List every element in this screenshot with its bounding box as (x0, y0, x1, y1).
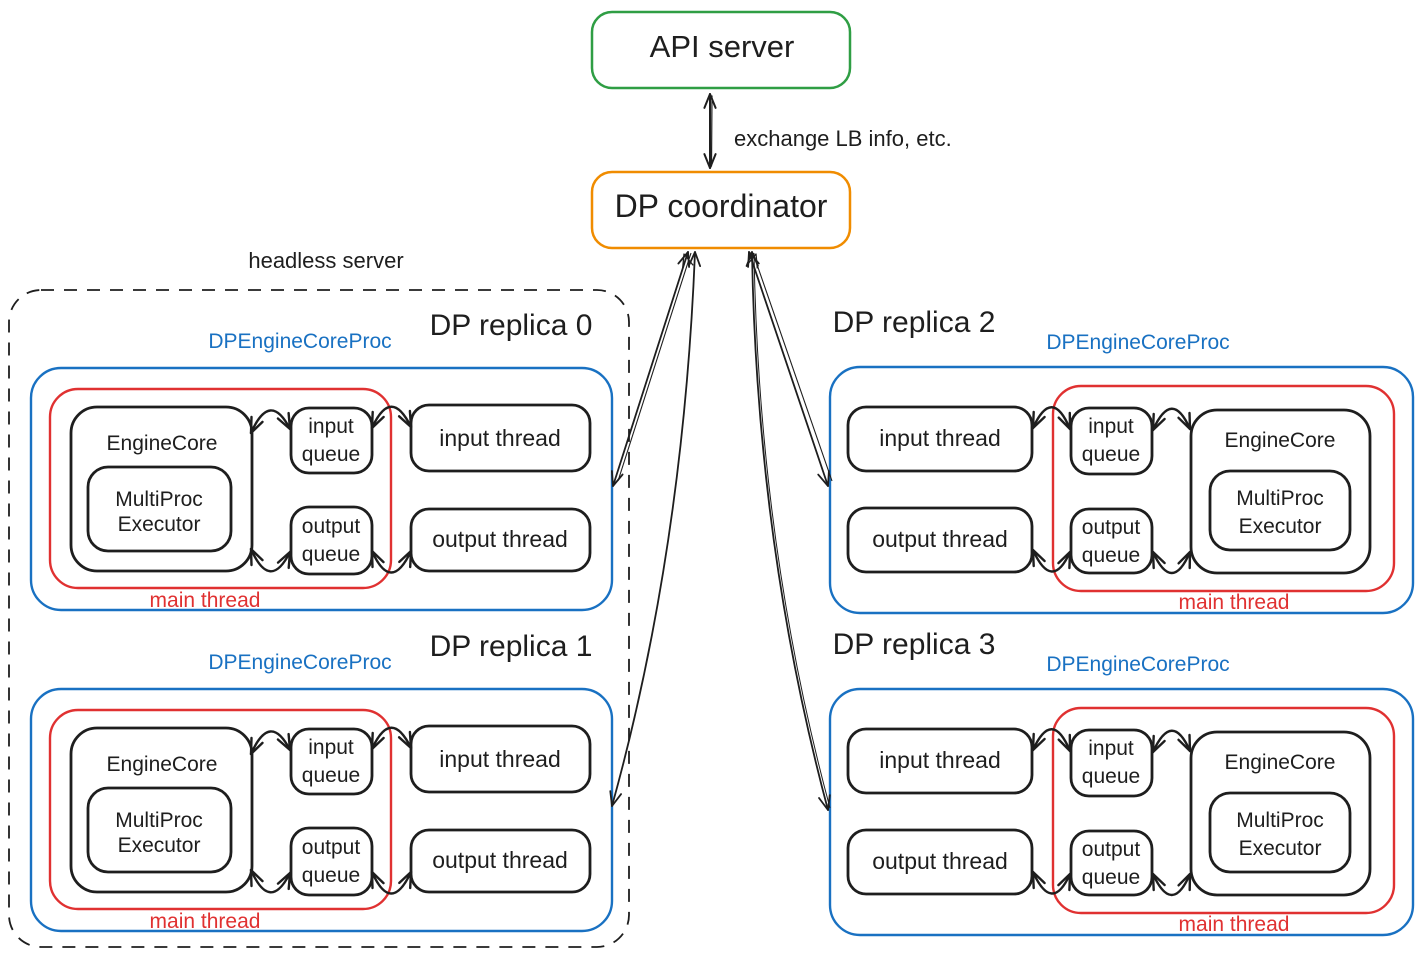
svg-text:output thread: output thread (872, 848, 1008, 874)
svg-text:queue: queue (1082, 544, 1140, 567)
svg-text:queue: queue (1082, 866, 1140, 889)
svg-text:DPEngineCoreProc: DPEngineCoreProc (208, 330, 391, 353)
svg-text:MultiProc: MultiProc (1236, 809, 1324, 832)
svg-text:DP replica 2: DP replica 2 (833, 306, 996, 339)
svg-text:main thread: main thread (150, 910, 261, 933)
svg-text:DP replica 1: DP replica 1 (430, 630, 593, 663)
svg-text:DPEngineCoreProc: DPEngineCoreProc (1046, 331, 1229, 354)
svg-text:DP coordinator: DP coordinator (615, 188, 828, 224)
svg-text:output thread: output thread (432, 847, 568, 873)
svg-text:queue: queue (302, 764, 360, 787)
svg-text:MultiProc: MultiProc (115, 809, 203, 832)
svg-text:DP replica 3: DP replica 3 (833, 628, 996, 661)
svg-text:Executor: Executor (1239, 515, 1322, 538)
svg-text:input thread: input thread (879, 425, 1000, 451)
svg-text:main thread: main thread (1179, 913, 1290, 936)
svg-text:main thread: main thread (1179, 591, 1290, 614)
svg-text:queue: queue (1082, 443, 1140, 466)
svg-text:output: output (1082, 516, 1141, 539)
svg-text:exchange LB info, etc.: exchange LB info, etc. (734, 126, 952, 151)
svg-text:API server: API server (650, 29, 795, 64)
svg-text:headless server: headless server (248, 248, 403, 273)
svg-text:output: output (302, 515, 361, 538)
svg-text:Executor: Executor (1239, 837, 1322, 860)
svg-text:EngineCore: EngineCore (1225, 751, 1336, 774)
svg-text:queue: queue (302, 543, 360, 566)
svg-text:output: output (1082, 838, 1141, 861)
svg-text:output thread: output thread (432, 526, 568, 552)
svg-text:output thread: output thread (872, 526, 1008, 552)
svg-text:input: input (1088, 737, 1134, 760)
svg-text:input: input (308, 415, 354, 438)
svg-text:queue: queue (1082, 765, 1140, 788)
svg-text:Executor: Executor (118, 834, 201, 857)
svg-text:output: output (302, 836, 361, 859)
svg-text:queue: queue (302, 443, 360, 466)
svg-text:input: input (308, 736, 354, 759)
svg-text:main thread: main thread (150, 589, 261, 612)
svg-text:MultiProc: MultiProc (115, 488, 203, 511)
svg-text:EngineCore: EngineCore (107, 753, 218, 776)
svg-text:DPEngineCoreProc: DPEngineCoreProc (208, 651, 391, 674)
svg-text:EngineCore: EngineCore (107, 432, 218, 455)
svg-text:DPEngineCoreProc: DPEngineCoreProc (1046, 653, 1229, 676)
svg-text:input: input (1088, 415, 1134, 438)
svg-text:queue: queue (302, 864, 360, 887)
svg-text:DP replica 0: DP replica 0 (430, 309, 593, 342)
svg-text:input thread: input thread (439, 746, 560, 772)
svg-text:EngineCore: EngineCore (1225, 429, 1336, 452)
svg-text:MultiProc: MultiProc (1236, 487, 1324, 510)
svg-text:input thread: input thread (439, 425, 560, 451)
svg-text:input thread: input thread (879, 747, 1000, 773)
svg-text:Executor: Executor (118, 513, 201, 536)
